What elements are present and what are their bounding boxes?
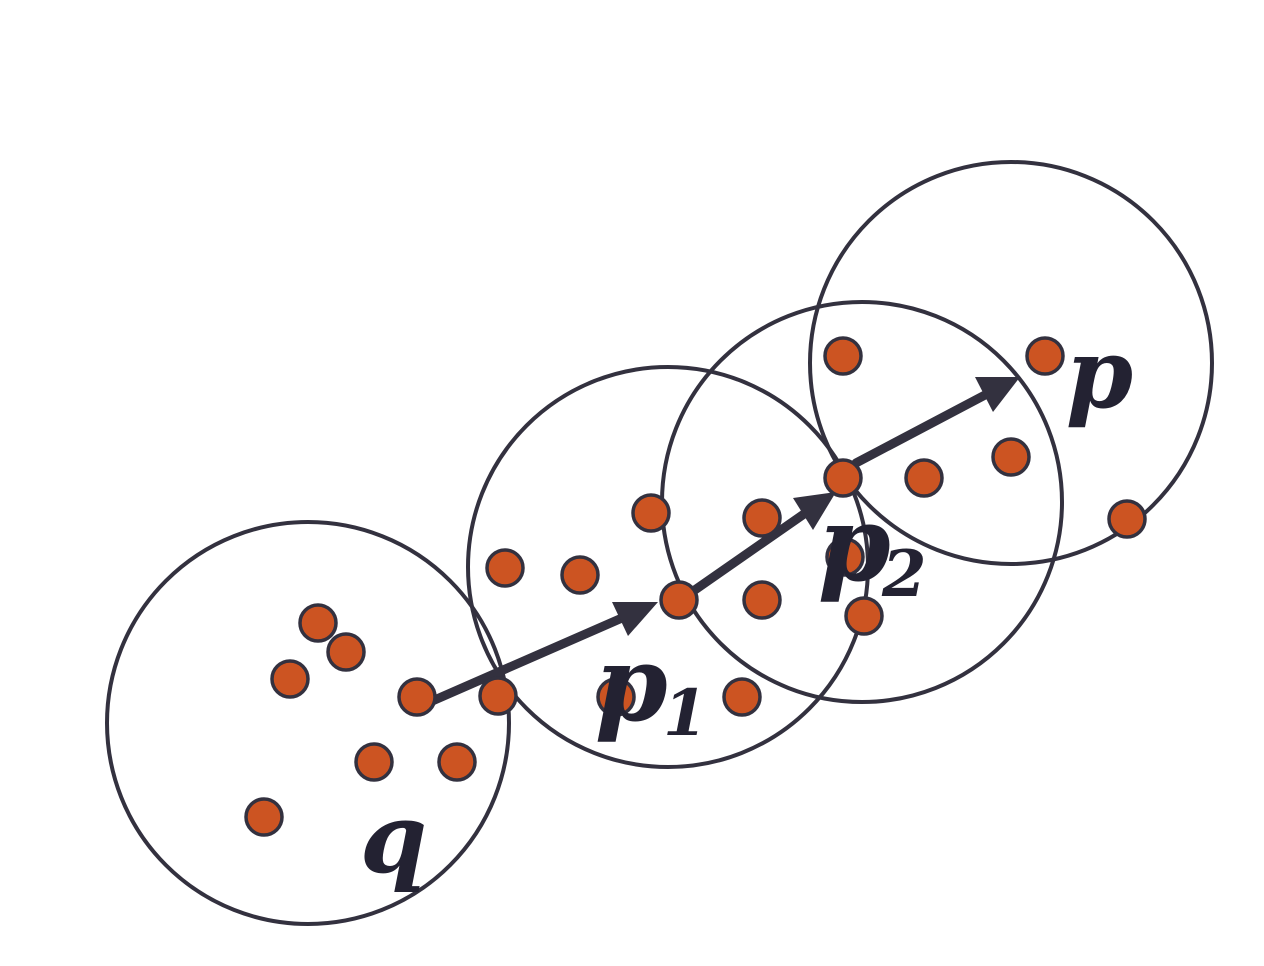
data-point [631, 493, 671, 533]
data-point [825, 537, 865, 577]
data-point [478, 676, 518, 716]
label-p2-subscript: 2 [881, 537, 927, 612]
data-point [844, 596, 884, 636]
neighborhood-circle-p1 [466, 365, 870, 769]
data-point-p2 [823, 458, 863, 498]
data-point [1107, 499, 1147, 539]
data-point [742, 580, 782, 620]
arrow-p2-to-p [851, 377, 1020, 468]
neighborhood-circle-q [105, 520, 511, 926]
data-points [244, 336, 1147, 837]
data-point [991, 437, 1031, 477]
data-point [485, 548, 525, 588]
data-point [904, 458, 944, 498]
label-p1: p 1 [595, 622, 708, 751]
label-p1-main: p [595, 622, 668, 745]
data-point [298, 603, 338, 643]
data-point-q [397, 677, 437, 717]
data-point [560, 555, 600, 595]
data-point [722, 677, 762, 717]
data-point [437, 742, 477, 782]
arrow-p1-to-p2 [674, 492, 836, 606]
data-point [326, 632, 366, 672]
data-point [270, 659, 310, 699]
data-point-p1 [659, 580, 699, 620]
data-point [244, 797, 284, 837]
label-q: q [360, 782, 427, 895]
data-point-p [1025, 336, 1065, 376]
label-p1-subscript: 1 [663, 676, 708, 751]
arrow-q-to-p1 [425, 602, 658, 707]
data-point [354, 742, 394, 782]
data-point [596, 677, 636, 717]
label-p: p [1066, 317, 1133, 430]
data-point [742, 498, 782, 538]
neighborhood-circle-p [808, 160, 1214, 566]
data-point [823, 336, 863, 376]
label-p2: p 2 [818, 482, 927, 612]
label-p2-main: p [818, 482, 891, 605]
